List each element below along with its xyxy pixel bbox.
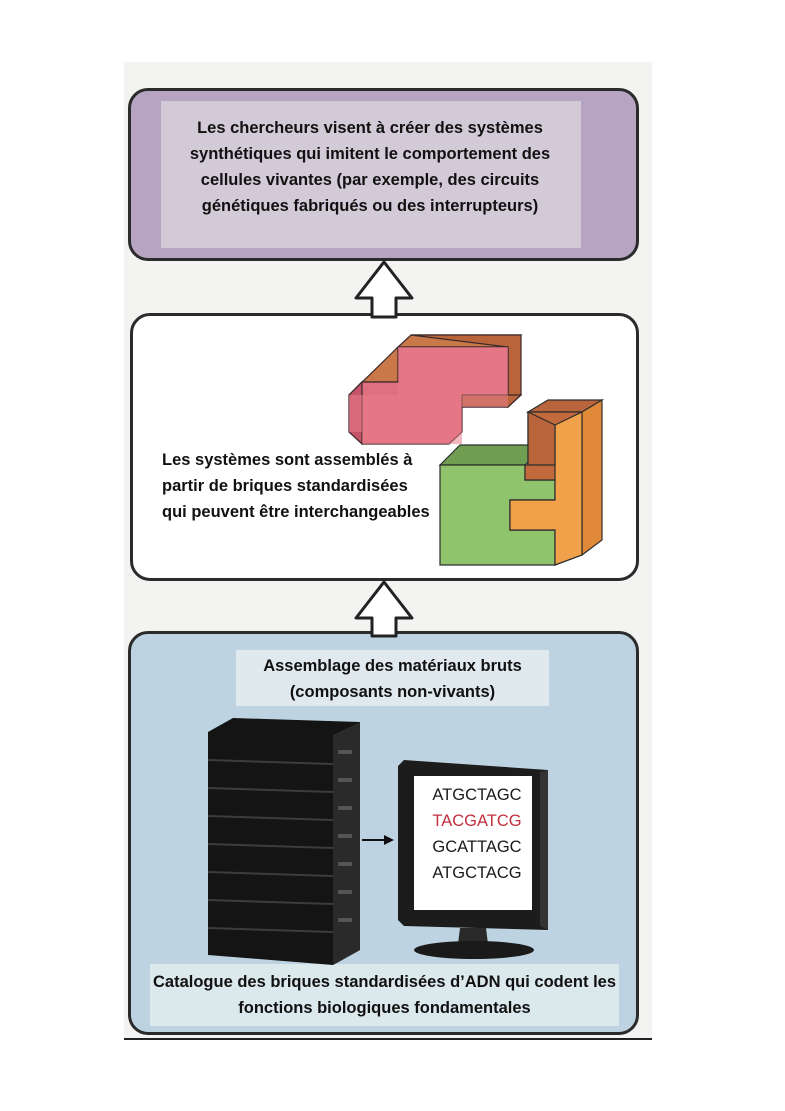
right-arrow-icon (362, 835, 394, 845)
assembly-text: Les systèmes sont assemblés à partir de … (162, 451, 430, 521)
up-arrow-icon (354, 580, 414, 638)
raw-materials-title-bg (236, 650, 549, 706)
goal-box (128, 88, 639, 261)
dna-sequence: ATGCTAGC (432, 786, 522, 804)
dna-sequence-list: ATGCTAGC TACGATCG GCATTAGC ATGCTACG (422, 782, 532, 886)
catalogue-caption-bg (150, 964, 619, 1026)
dna-sequence-highlighted: TACGATCG (432, 812, 522, 830)
dna-sequence: GCATTAGC (432, 838, 522, 856)
pink-brick-icon (348, 334, 523, 446)
dna-sequence: ATGCTACG (432, 864, 522, 882)
green-orange-brick-icon (438, 398, 605, 566)
server-rack-icon (207, 718, 360, 965)
catalogue-caption: Catalogue des briques standardisées d’AD… (152, 973, 617, 1017)
goal-text: Les chercheurs visent à créer des systèm… (189, 119, 551, 215)
bottom-rule (124, 1038, 652, 1040)
monitor-icon (398, 760, 548, 959)
up-arrow-icon (354, 260, 414, 319)
raw-materials-title: Assemblage des matériaux bruts (composan… (263, 657, 522, 701)
goal-box-inner (161, 101, 581, 248)
